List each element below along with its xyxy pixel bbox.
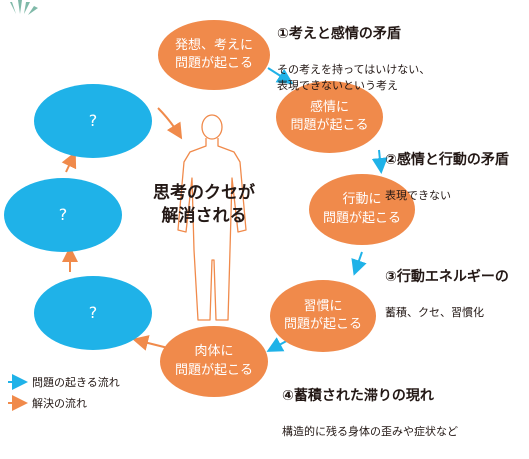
annotation-2: ②感情と行動の矛盾 表現できない [385,132,509,223]
node-solution-1: ? [34,84,152,158]
annotation-4-desc: 構造的に残る身体の歪みや症状など [282,425,458,439]
node-emotion: 感情に 問題が起こる [276,81,383,153]
solution-flow-arrows [61,107,183,351]
node-solution-2: ? [4,178,122,252]
node-action: 行動に 問題が起こる [309,174,415,245]
legend-problem-label: 問題の起きる流れ [32,376,120,389]
node-solution-3: ? [34,276,152,350]
center-text: 思考のクセが 解消される [153,183,255,226]
legend-solution-flow: 解決の流れ [32,395,87,411]
annotation-1-desc: その考えを持ってはいけない、 表現できないという考え [277,63,431,93]
annotation-4-title: ④蓄積された滞りの現れ [282,388,434,404]
legend-problem-flow: 問題の起きる流れ [32,374,120,390]
node-body: 肉体に 問題が起こる [160,326,268,397]
legend-solution-label: 解決の流れ [32,397,87,410]
annotation-3-desc: 蓄積、クセ、習慣化 [385,306,484,320]
node-habit: 習慣に 問題が起こる [270,280,376,352]
annotation-3-title: ③行動エネルギーの [385,269,509,285]
annotation-3: ③行動エネルギーの 蓄積、クセ、習慣化 [385,249,509,340]
node-thought: 発想、考えに 問題が起こる [158,20,270,90]
annotation-2-title: ②感情と行動の矛盾 [385,152,509,168]
human-figure [177,114,247,321]
annotation-1-title: ①考えと感情の矛盾 [277,26,401,42]
annotation-2-desc: 表現できない [385,189,451,203]
leaf-icon [10,0,38,15]
annotation-1: ①考えと感情の矛盾 その考えを持ってはいけない、 表現できないという考え [277,6,430,113]
diagram-canvas [8,0,388,411]
annotation-4: ④蓄積された滞りの現れ 構造的に残る身体の歪みや症状など [282,368,458,459]
